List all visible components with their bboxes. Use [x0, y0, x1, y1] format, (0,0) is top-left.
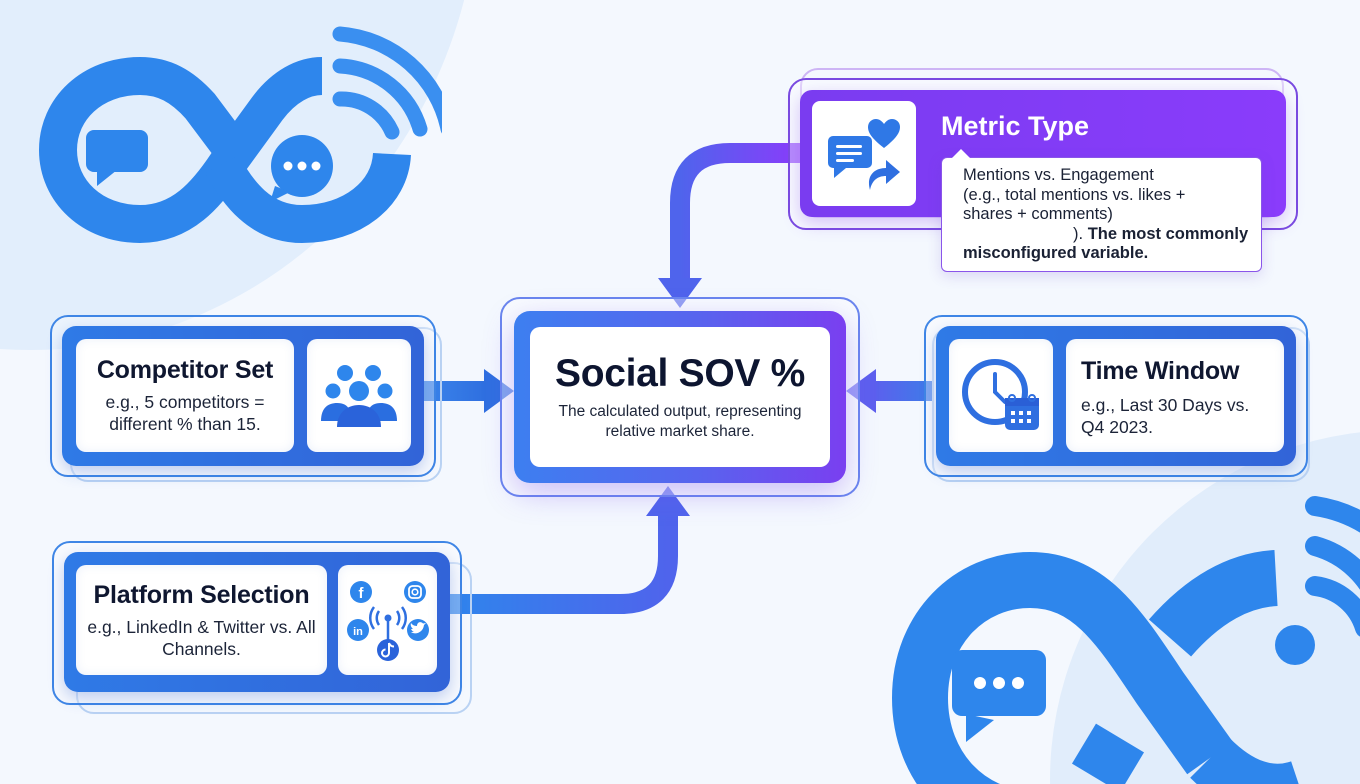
chat-heart-share-icon [828, 118, 900, 190]
time-icon-panel [949, 339, 1053, 452]
svg-text:f: f [358, 585, 364, 602]
metric-icon-panel [812, 101, 916, 206]
platform-selection-card: Platform Selection e.g., LinkedIn & Twit… [76, 565, 327, 675]
metric-desc-line: ). The most commonly [963, 225, 1251, 245]
linkedin-icon: in [346, 619, 369, 641]
metric-desc-line: Mentions vs. Engagement [963, 166, 1154, 184]
platform-icon-panel: f in [338, 565, 437, 675]
platform-selection-title: Platform Selection [93, 580, 310, 609]
competitor-set-title: Competitor Set [96, 356, 274, 384]
social-sov-card: Social SOV % The calculated output, repr… [530, 327, 830, 467]
connector-metric-to-center [658, 143, 800, 308]
infinity-chat-logo-icon [860, 488, 1360, 784]
people-group-icon [321, 364, 397, 427]
time-window-title: Time Window [1081, 357, 1240, 385]
center-title: Social SOV % [555, 352, 805, 395]
metric-desc-line: (e.g., total mentions vs. likes + [963, 185, 1186, 204]
twitter-icon [406, 619, 429, 641]
platform-selection-description: e.g., LinkedIn & Twitter vs. All Channel… [87, 616, 316, 659]
connector-time-to-center [872, 381, 934, 401]
time-window-description: e.g., Last 30 Days vs. Q4 2023. [1081, 395, 1250, 437]
competitor-icon-panel [307, 339, 411, 452]
metric-desc-line: misconfigured variable. [963, 244, 1149, 262]
center-description: The calculated output, representing rela… [558, 403, 802, 440]
metric-desc-bold: The most commonly [1087, 224, 1249, 243]
social-platforms-icon: f in [346, 581, 429, 661]
connector-platform-to-center [440, 486, 690, 614]
arrowhead-right-icon [484, 369, 514, 413]
metric-desc-line: shares + comments) [963, 205, 1113, 223]
connector-competitor-to-center [424, 381, 486, 401]
facebook-icon: f [349, 581, 372, 603]
tiktok-icon [376, 639, 399, 661]
metric-type-title: Metric Type [941, 111, 1090, 141]
metric-desc-prefix: ). [1073, 224, 1084, 243]
competitor-set-card: Competitor Set e.g., 5 competitors = dif… [76, 339, 294, 452]
competitor-set-description: e.g., 5 competitors = different % than 1… [105, 392, 265, 434]
infinity-chat-logo-icon [22, 14, 442, 246]
clock-calendar-icon [962, 358, 1039, 430]
time-window-card: Time Window e.g., Last 30 Days vs. Q4 20… [1066, 339, 1284, 452]
metric-type-callout: Mentions vs. Engagement (e.g., total men… [941, 149, 1262, 272]
arrowhead-left-icon [846, 369, 876, 413]
instagram-icon [403, 581, 426, 603]
svg-text:in: in [353, 626, 363, 638]
